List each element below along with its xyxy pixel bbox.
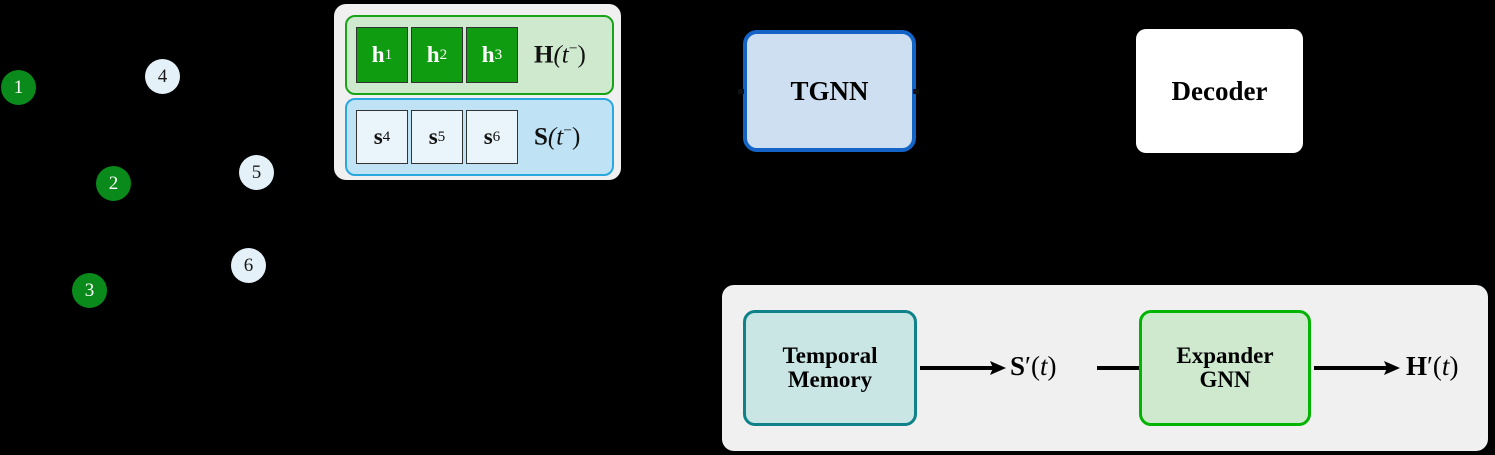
hidden-state-cell-3-index: 3 (494, 46, 503, 63)
hidden-state-label-close: ) (577, 41, 586, 69)
h-prime-open-paren: ( (1432, 351, 1442, 381)
s-prime-close-paren: ) (1047, 351, 1057, 381)
tgnn-input-connector-stub (738, 89, 744, 94)
memory-state-cell-4-symbol: s (373, 124, 383, 149)
graph-node-6[interactable]: 6 (231, 248, 266, 283)
graph-node-5[interactable]: 5 (239, 155, 274, 190)
h-prime-mark: ′ (1427, 351, 1433, 381)
s-prime-open-paren: ( (1030, 351, 1040, 381)
memory-state-cell-5-index: 5 (437, 128, 446, 145)
memory-state-row-label: S(t−) (534, 122, 580, 151)
s-prime-label: S′(t) (1010, 353, 1056, 380)
h-prime-symbol: H (1406, 351, 1428, 381)
graph-node-6-label: 6 (243, 255, 254, 276)
graph-node-2-label: 2 (108, 173, 119, 194)
memory-state-label-symbol: S (534, 123, 548, 151)
expander-flow-panel: Temporal Memory S′(t) Expander GNN (722, 285, 1488, 451)
hidden-state-row-label: H(t−) (534, 40, 586, 69)
graph-node-4[interactable]: 4 (145, 59, 180, 94)
expander-gnn-module[interactable]: Expander GNN (1139, 310, 1311, 426)
expander-gnn-label-line1: Expander (1176, 342, 1274, 368)
s-prime-variable: t (1039, 351, 1048, 381)
tgnn-module[interactable]: TGNN (743, 30, 916, 152)
h-prime-close-paren: ) (1449, 351, 1459, 381)
s-prime-symbol: S (1010, 351, 1026, 381)
tgnn-output-connector-stub (913, 89, 919, 94)
arrow-memory-to-sprime (920, 361, 1006, 375)
temporal-memory-module[interactable]: Temporal Memory (743, 310, 917, 426)
hidden-state-cell-2-index: 2 (439, 46, 448, 63)
temporal-memory-label-line1: Temporal (782, 342, 878, 368)
memory-state-label-open: (t (547, 123, 564, 151)
hidden-state-cell-1-index: 1 (384, 46, 393, 63)
hidden-state-cell-2-symbol: h (426, 42, 440, 67)
graph-node-5-label: 5 (251, 162, 262, 183)
h-prime-label: H′(t) (1406, 353, 1458, 380)
memory-state-cell-6-symbol: s (483, 124, 493, 149)
hidden-state-label-open: (t (553, 41, 569, 69)
graph-node-4-label: 4 (157, 66, 168, 87)
memory-state-label-close: ) (571, 123, 581, 151)
graph-node-3[interactable]: 3 (72, 273, 107, 308)
hidden-state-cell-3-symbol: h (481, 42, 495, 67)
hidden-state-cell-1-symbol: h (371, 42, 385, 67)
h-prime-variable: t (1441, 351, 1450, 381)
graph-node-1[interactable]: 1 (1, 70, 36, 105)
arrow-expander-to-hprime (1314, 361, 1400, 375)
hidden-state-label-symbol: H (534, 41, 554, 69)
graph-node-1-label: 1 (13, 77, 24, 98)
tgnn-module-label: TGNN (790, 75, 869, 106)
graph-node-3-label: 3 (84, 280, 95, 301)
decoder-module-label: Decoder (1171, 75, 1268, 106)
memory-state-cell-5-symbol: s (428, 124, 438, 149)
hidden-state-label-superscript: − (568, 40, 578, 58)
temporal-memory-label-line2: Memory (787, 367, 873, 392)
memory-state-cell-4-index: 4 (382, 128, 391, 145)
expander-gnn-label-line2: GNN (1199, 367, 1251, 392)
decoder-module[interactable]: Decoder (1136, 29, 1303, 153)
memory-state-cell-6-index: 6 (492, 128, 501, 145)
memory-state-label-superscript: − (563, 122, 572, 140)
graph-node-2[interactable]: 2 (96, 166, 131, 201)
s-prime-mark: ′ (1025, 351, 1031, 381)
